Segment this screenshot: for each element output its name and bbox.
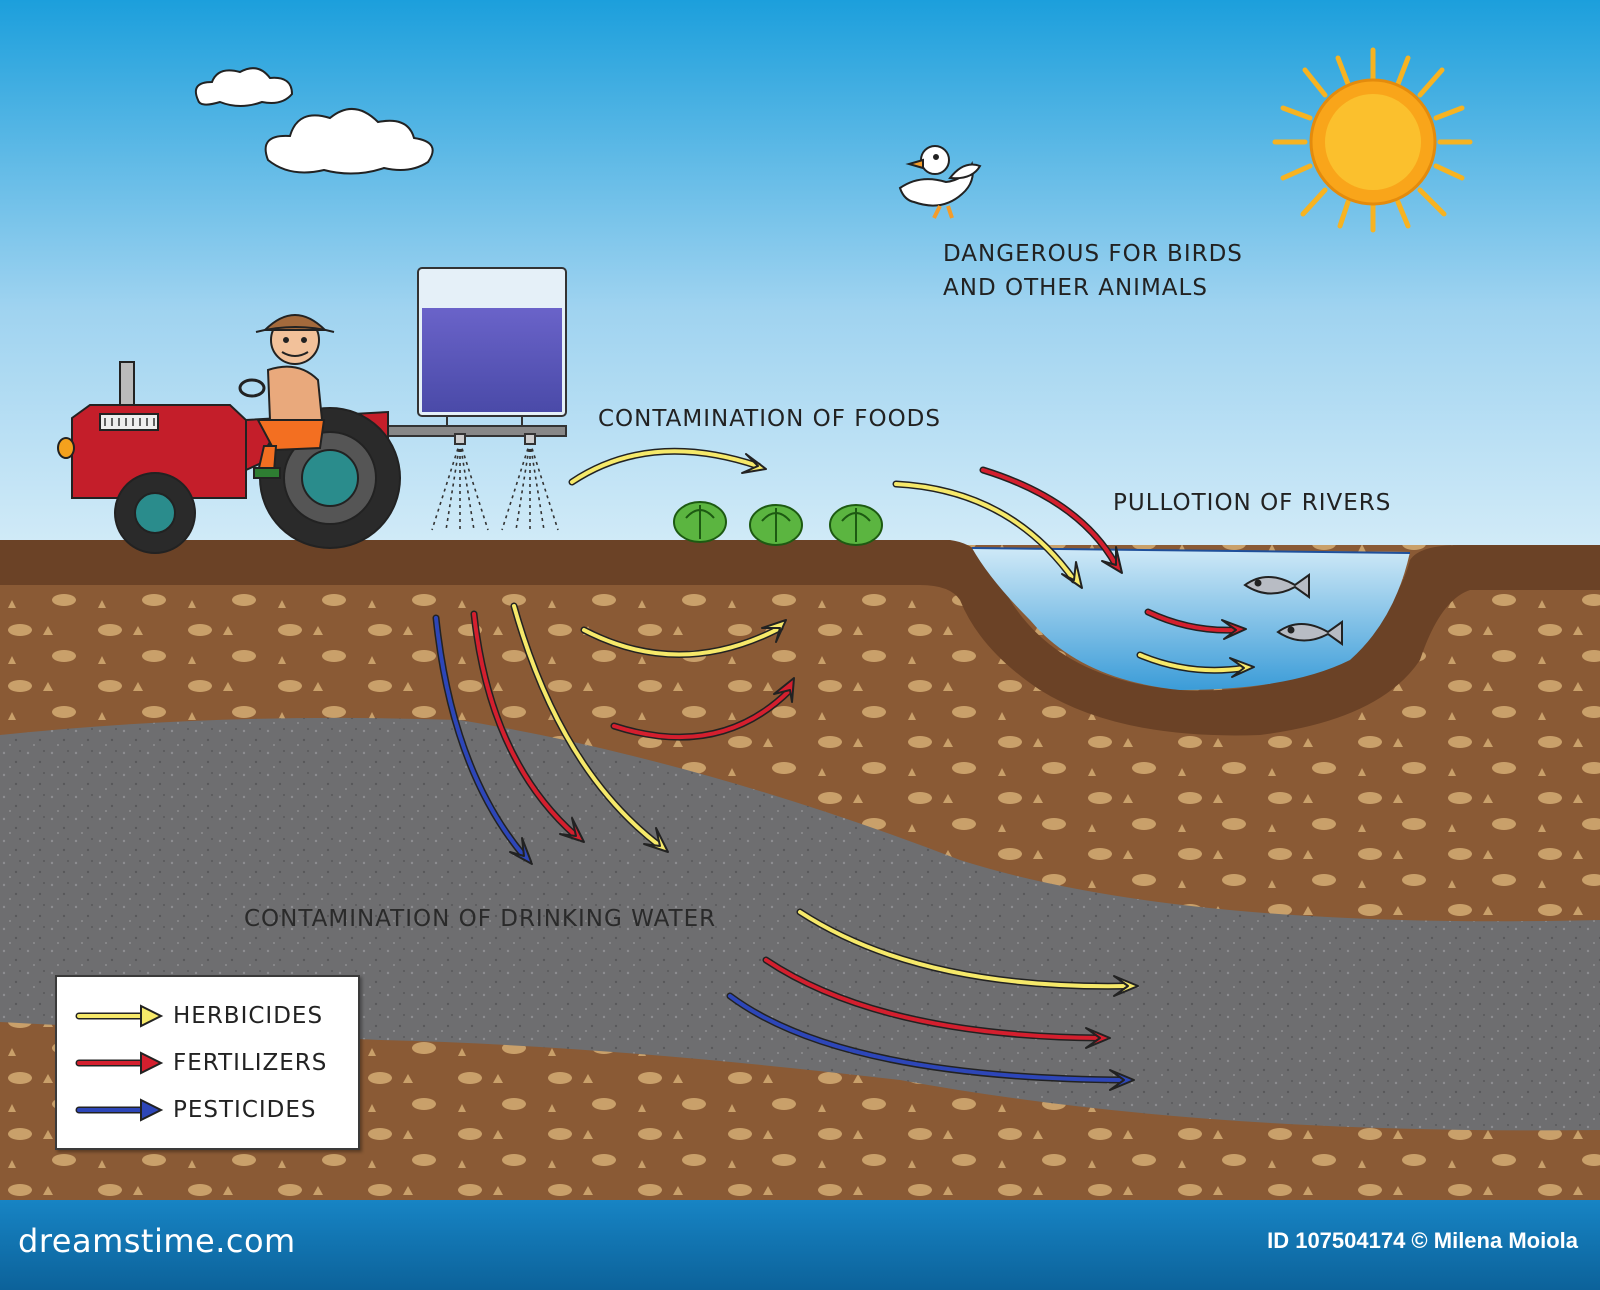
legend: HERBICIDES FERTILIZERS PESTICIDES <box>55 975 360 1150</box>
lettuce-icon <box>674 502 726 542</box>
red-arrow-icon <box>75 1050 165 1076</box>
legend-label-pesticides: PESTICIDES <box>173 1093 317 1127</box>
footer-credit: ID 107504174 © Milena Moiola <box>1267 1228 1578 1254</box>
legend-item-fertilizers: FERTILIZERS <box>75 1046 355 1080</box>
footer-site-link[interactable]: dreamstime.com <box>18 1222 296 1260</box>
blue-arrow-icon <box>75 1097 165 1123</box>
lettuce-icon <box>830 505 882 545</box>
birds-label-line1: DANGEROUS FOR BIRDS <box>943 237 1243 271</box>
foods-label: CONTAMINATION OF FOODS <box>598 402 941 436</box>
drinking-water-label: CONTAMINATION OF DRINKING WATER <box>244 902 716 936</box>
rivers-label: PULLOTION OF RIVERS <box>1113 486 1391 520</box>
legend-item-herbicides: HERBICIDES <box>75 999 355 1033</box>
footer-bar: dreamstime.com ID 107504174 © Milena Moi… <box>0 1200 1600 1290</box>
legend-item-pesticides: PESTICIDES <box>75 1093 355 1127</box>
legend-label-fertilizers: FERTILIZERS <box>173 1046 327 1080</box>
legend-label-herbicides: HERBICIDES <box>173 999 323 1033</box>
lettuce-icon <box>750 505 802 545</box>
yellow-arrow-icon <box>75 1003 165 1029</box>
birds-label-line2: AND OTHER ANIMALS <box>943 271 1208 305</box>
